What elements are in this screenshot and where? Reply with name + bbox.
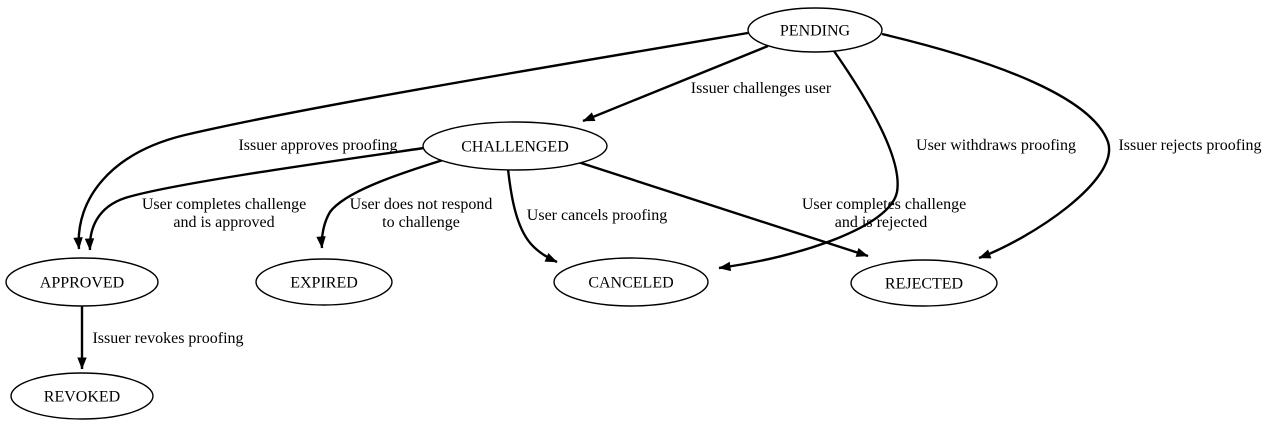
state-node-rejected: REJECTED [850, 259, 998, 307]
state-node-pending: PENDING [747, 7, 883, 53]
state-label-rejected: REJECTED [885, 276, 963, 293]
edge-label-user-completes-challenge-rejected: User completes challenge and is rejected [802, 196, 966, 231]
state-ellipse-rejected [850, 259, 998, 307]
state-node-expired: EXPIRED [255, 258, 393, 306]
edge-pending-canceled [718, 50, 899, 272]
state-node-approved: APPROVED [5, 257, 159, 307]
state-ellipse-revoked [10, 372, 154, 420]
edge-pending-challenged [582, 44, 769, 123]
edge-label-user-withdraws-proofing: User withdraws proofing [916, 137, 1076, 154]
state-label-revoked: REVOKED [44, 389, 120, 406]
edge-label-user-does-not-respond: User does not respond to challenge [350, 196, 493, 231]
edge-challenged-approved [84, 146, 425, 251]
edge-label-user-cancels-proofing: User cancels proofing [527, 207, 667, 224]
edge-label-line: User completes challenge [142, 196, 306, 213]
state-node-challenged: CHALLENGED [422, 121, 608, 171]
edge-label-line: to challenge [382, 214, 460, 231]
state-ellipse-expired [255, 258, 393, 306]
edge-label-issuer-rejects-proofing: Issuer rejects proofing [1118, 137, 1261, 154]
state-ellipse-pending [747, 7, 883, 53]
edge-label-line: and is rejected [835, 214, 927, 231]
edge-label-line: and is approved [173, 214, 274, 231]
edge-challenged-canceled [506, 168, 558, 264]
state-label-pending: PENDING [780, 23, 851, 40]
edge-label-user-completes-challenge-approved: User completes challenge and is approved [142, 196, 306, 231]
state-ellipse-canceled [553, 257, 709, 307]
edge-pending-approved [73, 31, 749, 250]
state-label-canceled: CANCELED [588, 275, 673, 292]
edges [73, 31, 1111, 370]
state-node-canceled: CANCELED [553, 257, 709, 307]
state-node-revoked: REVOKED [10, 372, 154, 420]
state-label-challenged: CHALLENGED [461, 139, 569, 156]
state-ellipse-challenged [422, 121, 608, 171]
edge-label-issuer-challenges-user: Issuer challenges user [691, 80, 832, 97]
edge-challenged-expired [316, 158, 444, 249]
state-label-approved: APPROVED [40, 275, 124, 292]
edge-label-line: User does not respond [350, 196, 493, 213]
edge-label-line: User completes challenge [802, 196, 966, 213]
edge-pending-rejected [881, 32, 1111, 260]
edge-label-issuer-approves-proofing: Issuer approves proofing [238, 137, 397, 154]
edge-labels: Issuer challenges user Issuer approves p… [92, 80, 1261, 347]
edge-challenged-rejected [577, 160, 869, 258]
edge-label-issuer-revokes-proofing: Issuer revokes proofing [92, 330, 243, 347]
state-label-expired: EXPIRED [290, 275, 358, 292]
state-ellipse-approved [5, 257, 159, 307]
